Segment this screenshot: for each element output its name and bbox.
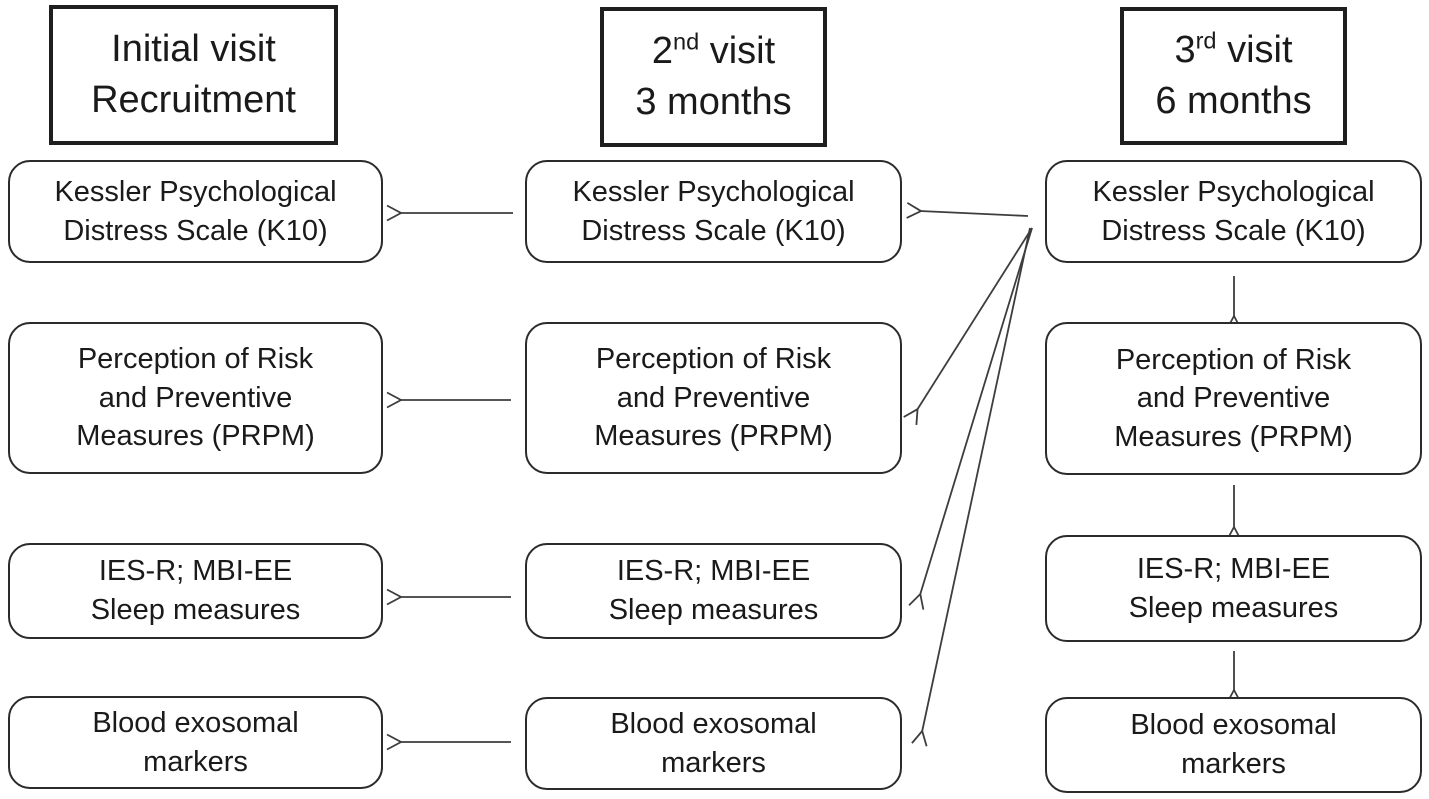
box-blood-visit3-text: Blood exosomal markers	[1130, 709, 1337, 780]
box-ies-visit3: IES-R; MBI-EE Sleep measures	[1045, 535, 1422, 642]
box-blood-visit2: Blood exosomal markers	[525, 697, 902, 790]
box-ies-visit2-text: IES-R; MBI-EE Sleep measures	[608, 555, 819, 626]
box-k10-visit3: Kessler Psychological Distress Scale (K1…	[1045, 160, 1422, 263]
visit-header-visit3-text: 3rd visit 6 months	[1155, 25, 1311, 128]
box-k10-visit2-text: Kessler Psychological Distress Scale (K1…	[572, 175, 855, 247]
box-prpm-visit3-text: Perception of Risk and Preventive Measur…	[1114, 343, 1353, 453]
box-k10-visit1-text: Kessler Psychological Distress Scale (K1…	[54, 175, 337, 247]
box-prpm-visit1-text: Perception of Risk and Preventive Measur…	[76, 343, 315, 453]
visit-header-visit1-text: Initial visit Recruitment	[91, 24, 296, 127]
visit-header-visit2-line1: 2nd visit	[651, 28, 776, 72]
box-ies-visit1: IES-R; MBI-EE Sleep measures	[8, 543, 383, 639]
box-blood-visit1-text: Blood exosomal markers	[92, 706, 299, 778]
arrow-visit3-k10-to-visit2-k10	[906, 202, 1029, 219]
arrow-visit3-k10-to-visit2-blood	[911, 227, 1031, 747]
box-prpm-visit1: Perception of Risk and Preventive Measur…	[8, 322, 383, 474]
box-prpm-visit2-text: Perception of Risk and Preventive Measur…	[594, 343, 833, 453]
box-k10-visit2: Kessler Psychological Distress Scale (K1…	[525, 160, 902, 263]
box-k10-visit1: Kessler Psychological Distress Scale (K1…	[8, 160, 383, 263]
visit-header-visit3-line2: 6 months	[1155, 80, 1312, 122]
box-prpm-visit2: Perception of Risk and Preventive Measur…	[525, 322, 902, 474]
visit-header-visit1-line1: Initial visit	[111, 27, 276, 70]
arrows-visit3-to-visit2	[903, 202, 1033, 747]
arrows-visit2-to-visit1	[386, 204, 513, 751]
box-ies-visit2: IES-R; MBI-EE Sleep measures	[525, 543, 902, 639]
visit-header-visit1: Initial visit Recruitment	[49, 5, 338, 145]
visit-header-visit1-line2: Recruitment	[91, 79, 296, 121]
visit-header-visit3-line1: 3rd visit	[1174, 27, 1293, 71]
visit-header-visit2-text: 2nd visit 3 months	[635, 26, 791, 129]
box-blood-visit3: Blood exosomal markers	[1045, 697, 1422, 793]
arrow-visit3-k10-to-visit2-prpm	[903, 227, 1033, 426]
box-prpm-visit3: Perception of Risk and Preventive Measur…	[1045, 322, 1422, 475]
box-blood-visit1: Blood exosomal markers	[8, 696, 383, 789]
visit-header-visit2-line2: 3 months	[635, 81, 792, 123]
box-k10-visit3-text: Kessler Psychological Distress Scale (K1…	[1092, 175, 1375, 247]
arrow-visit3-k10-to-visit2-ies	[908, 227, 1033, 610]
box-blood-visit2-text: Blood exosomal markers	[610, 707, 817, 779]
visit-header-visit3: 3rd visit 6 months	[1120, 7, 1347, 145]
visit-header-visit2: 2nd visit 3 months	[600, 7, 827, 147]
box-ies-visit1-text: IES-R; MBI-EE Sleep measures	[90, 555, 301, 626]
box-ies-visit3-text: IES-R; MBI-EE Sleep measures	[1128, 552, 1339, 624]
